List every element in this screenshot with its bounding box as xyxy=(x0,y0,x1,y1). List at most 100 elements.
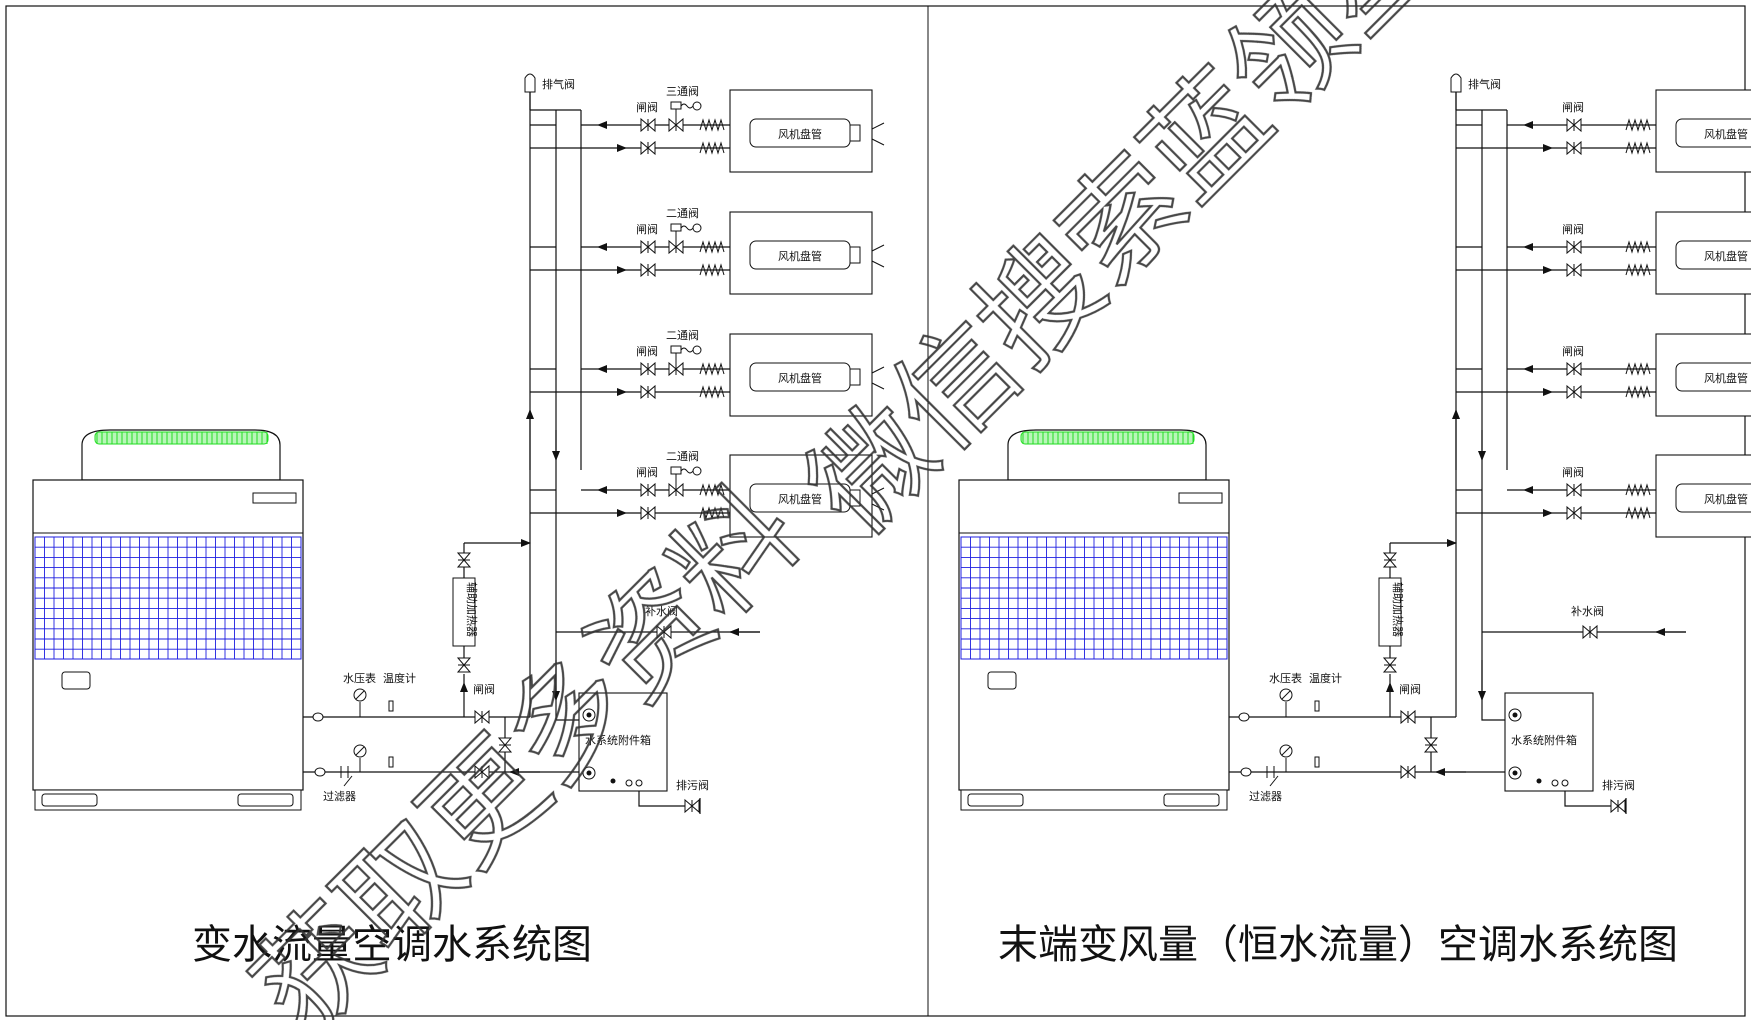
fan-coil-outlet xyxy=(849,246,861,264)
filter-icon xyxy=(1269,775,1279,787)
filter-label: 过滤器 xyxy=(1249,790,1282,803)
branch-gate-valve-icon xyxy=(1566,262,1582,278)
drain-pipe xyxy=(638,791,700,807)
makeup-valve-label: 补水阀 xyxy=(645,604,678,618)
heater-upper-valve-icon xyxy=(1382,552,1398,568)
fan-grille-icon xyxy=(1020,431,1195,445)
branch-gate-valve-icon xyxy=(640,384,656,400)
flexible-hose-icon xyxy=(1625,483,1651,497)
heat-pump-unit xyxy=(958,429,1230,811)
outlet-gate-valve-icon xyxy=(474,709,490,725)
fan-coil-label: 风机盘管 xyxy=(778,371,822,385)
fan-coil-outlet xyxy=(849,368,861,386)
aux-heater-label: 辅助加热器 xyxy=(465,582,479,637)
base-slot xyxy=(1163,793,1220,807)
thermometer-label: 温度计 xyxy=(383,671,416,685)
air-flow-mark xyxy=(871,122,885,130)
branch-gate-valve-icon xyxy=(1566,505,1582,521)
fan-coil-label: 风机盘管 xyxy=(778,249,822,263)
thermometer-icon xyxy=(1314,756,1320,768)
fan-coil-core xyxy=(1675,118,1751,148)
branch-gate-valve-label: 闸阀 xyxy=(1562,100,1584,114)
pipe-union-icon xyxy=(1238,712,1250,722)
gauge-needle xyxy=(1281,690,1291,700)
variable-flow-diagram: 水压表温度计闸阀辅助加热器排气阀闸阀三通阀风机盘管闸阀二通阀风机盘管闸阀二通阀风… xyxy=(32,73,885,814)
air-flow-mark xyxy=(871,260,885,268)
drain-port-icon xyxy=(610,778,616,784)
branch-gate-valve-icon xyxy=(640,505,656,521)
branch-gate-valve-icon xyxy=(640,262,656,278)
makeup-valve-label: 补水阀 xyxy=(1571,604,1604,618)
motorized-valve-icon xyxy=(668,223,702,255)
branch-gate-valve-icon xyxy=(1566,482,1582,498)
return-to-box-pipe xyxy=(1481,715,1506,721)
fan-coil-core xyxy=(1675,240,1751,270)
base-slot xyxy=(967,793,1024,807)
fan-coil-core xyxy=(1675,483,1751,513)
drain-valve-icon xyxy=(1610,798,1626,814)
flexible-hose-icon xyxy=(699,506,725,520)
constant-flow-diagram: 水压表温度计闸阀辅助加热器排气阀闸阀风机盘管闸阀风机盘管闸阀风机盘管闸阀风机盘管… xyxy=(958,73,1751,814)
pipe-union-icon xyxy=(1240,767,1252,777)
valve-body-icon xyxy=(668,117,684,133)
motorized-valve-label: 二通阀 xyxy=(666,328,699,342)
branch-gate-valve-label: 闸阀 xyxy=(636,344,658,358)
fan-coil-label: 风机盘管 xyxy=(778,127,822,141)
branch-gate-valve-icon xyxy=(640,482,656,498)
drain-port-icon xyxy=(625,779,633,787)
right-diagram-title: 末端变风量（恒水流量）空调水系统图 xyxy=(998,922,1678,968)
flexible-hose-icon xyxy=(1625,240,1651,254)
motorized-valve-label: 二通阀 xyxy=(666,449,699,463)
bypass-valve-icon xyxy=(1423,737,1439,753)
fan-coil-label: 风机盘管 xyxy=(1704,492,1748,506)
base-slot xyxy=(237,793,294,807)
filter-label: 过滤器 xyxy=(323,790,356,803)
unit-base xyxy=(34,789,302,811)
branch-gate-valve-icon xyxy=(640,361,656,377)
motorized-valve-label: 三通阀 xyxy=(666,84,699,98)
branch-gate-valve-label: 闸阀 xyxy=(1562,465,1584,479)
branch-gate-valve-label: 闸阀 xyxy=(636,222,658,236)
pump-dot xyxy=(1512,770,1518,776)
aux-heater-label: 辅助加热器 xyxy=(1391,582,1405,637)
flexible-hose-icon xyxy=(699,141,725,155)
inlet-gate-valve-icon xyxy=(474,764,490,780)
flexible-hose-icon xyxy=(699,483,725,497)
thermometer-icon xyxy=(388,756,394,768)
thermometer-icon xyxy=(1314,700,1320,712)
pump-dot xyxy=(586,770,592,776)
base-slot xyxy=(41,793,98,807)
drain-valve-label: 排污阀 xyxy=(676,778,709,792)
flexible-hose-icon xyxy=(699,240,725,254)
nameplate xyxy=(252,492,297,504)
accessory-box-label: 水系统附件箱 xyxy=(585,733,651,747)
fan-coil-label: 风机盘管 xyxy=(1704,127,1748,141)
flexible-hose-icon xyxy=(1625,506,1651,520)
branch-gate-valve-label: 闸阀 xyxy=(1562,344,1584,358)
branch-gate-valve-icon xyxy=(1566,117,1582,133)
branch-gate-valve-icon xyxy=(1566,140,1582,156)
branch-gate-valve-label: 闸阀 xyxy=(636,100,658,114)
flexible-hose-icon xyxy=(1625,362,1651,376)
flexible-hose-icon xyxy=(1625,263,1651,277)
filter-icon xyxy=(343,775,353,787)
flexible-hose-icon xyxy=(1625,385,1651,399)
valve-body-icon xyxy=(668,239,684,255)
fan-coil-label: 风机盘管 xyxy=(1704,249,1748,263)
air-flow-mark xyxy=(871,244,885,252)
motorized-valve-icon xyxy=(668,466,702,498)
expansion-tank-dot xyxy=(586,712,592,718)
air-flow-mark xyxy=(871,138,885,146)
fan-coil-core xyxy=(1675,362,1751,392)
fan-coil-outlet xyxy=(849,489,861,507)
gauge-needle xyxy=(355,746,365,756)
control-panel-icon xyxy=(61,671,91,690)
gauge-needle xyxy=(355,690,365,700)
branch-gate-valve-icon xyxy=(640,239,656,255)
branch-gate-valve-icon xyxy=(640,140,656,156)
makeup-valve-icon xyxy=(656,624,672,640)
